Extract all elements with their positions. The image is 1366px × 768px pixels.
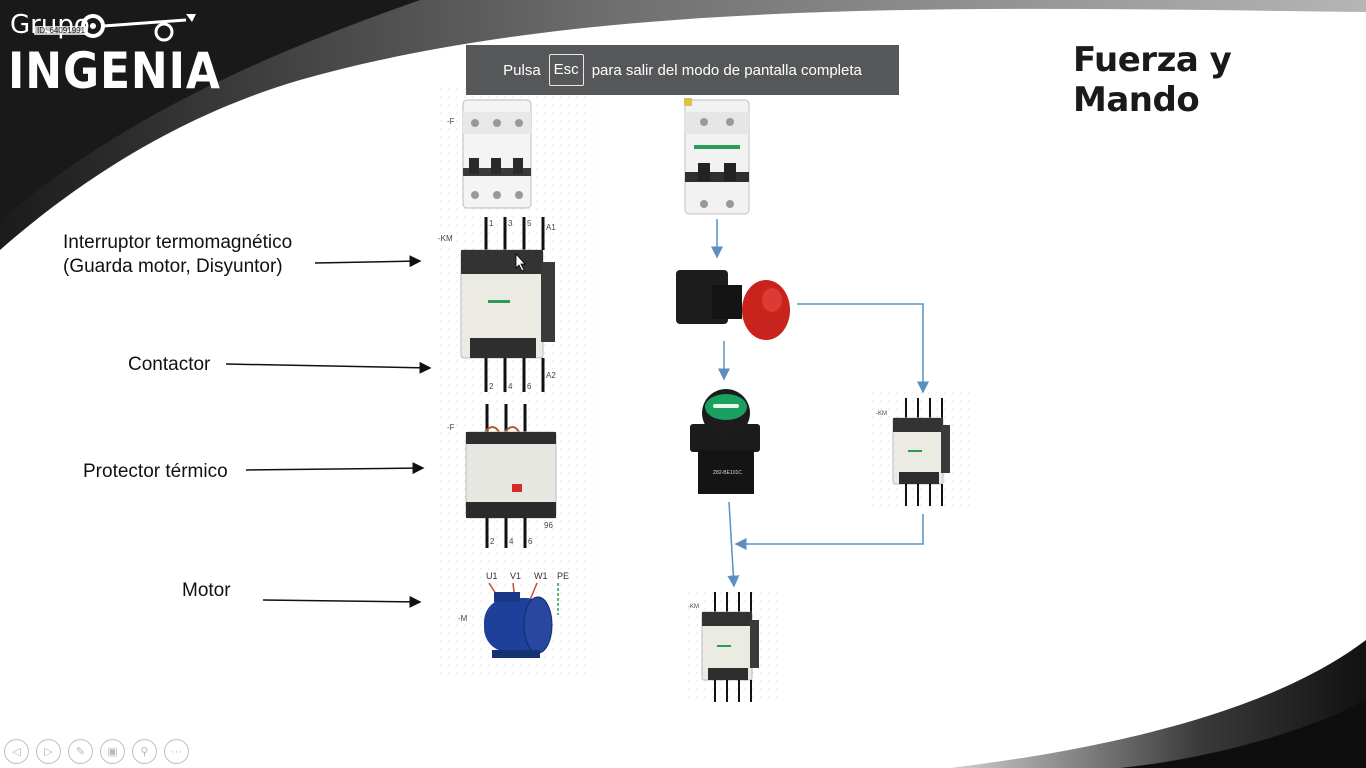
model-label: Z82-BE101C (713, 470, 742, 476)
label-f-1: -F (447, 117, 455, 126)
more-icon: ··· (171, 745, 182, 758)
pen-icon: ✎ (75, 746, 86, 758)
motor-image: -M U1 V1 W1 PE (458, 571, 569, 658)
slide-title: Fuerza y Mando (1073, 40, 1232, 120)
start-button-image: Z82-BE101C (690, 389, 760, 494)
terminal-label: 3 (508, 219, 513, 228)
logo-ingenia-text: INGENIA (8, 42, 221, 100)
label-breaker-line1: Interruptor termomagnético (63, 232, 293, 253)
watermark-id: ID: 64091991 (34, 26, 89, 35)
terminal-label: W1 (534, 571, 548, 581)
label-motor: Motor (182, 580, 231, 601)
thermal-relay-image: -F 2 4 6 96 (447, 404, 557, 548)
label-breaker-line2: (Guarda motor, Disyuntor) (63, 256, 283, 277)
terminal-label: 5 (527, 219, 532, 228)
contactor-image: -KM 1 3 5 A1 2 4 6 A2 (438, 217, 556, 392)
label-m: -M (458, 614, 468, 623)
arrow-right-icon: ▷ (44, 746, 53, 758)
more-options-button[interactable]: ··· (164, 739, 189, 764)
esc-key: Esc (548, 54, 584, 86)
fullscreen-exit-notice: Pulsa Esc para salir del modo de pantall… (466, 45, 899, 95)
slides-icon: ▣ (107, 746, 118, 758)
auxiliary-contactor-image: -KM (870, 392, 974, 512)
label-f-2: -F (447, 423, 455, 432)
logo-grupo-text: Grupo (10, 10, 90, 40)
previous-slide-button[interactable]: ◁ (4, 739, 29, 764)
terminal-label: 2 (490, 537, 495, 546)
magnifier-icon: ⚲ (140, 746, 149, 758)
notice-suffix: para salir del modo de pantalla completa (591, 61, 862, 79)
presentation-toolbar: ◁ ▷ ✎ ▣ ⚲ ··· (4, 739, 189, 764)
label-km-2: -KM (876, 411, 887, 417)
zoom-button[interactable]: ⚲ (132, 739, 157, 764)
terminal-label: U1 (486, 571, 498, 581)
next-slide-button[interactable]: ▷ (36, 739, 61, 764)
mouse-cursor-icon (515, 252, 526, 272)
label-arrows (225, 255, 432, 608)
terminal-label: PE (557, 571, 569, 581)
terminal-label: 1 (489, 219, 494, 228)
terminal-label: 96 (544, 521, 553, 530)
circuit-breaker-image: -F (447, 99, 532, 209)
slides-button[interactable]: ▣ (100, 739, 125, 764)
terminal-label: 6 (527, 382, 532, 391)
control-breaker-image (684, 98, 750, 215)
arrow-left-icon: ◁ (12, 746, 21, 758)
terminal-label: V1 (510, 571, 521, 581)
notice-prefix: Pulsa (503, 61, 541, 79)
output-contactor-image: -KM (684, 588, 784, 704)
label-km-1: -KM (438, 234, 453, 243)
label-contactor: Contactor (128, 354, 211, 375)
control-flow-arrows (711, 219, 929, 588)
terminal-label: 6 (528, 537, 533, 546)
terminal-label: 4 (508, 382, 513, 391)
emergency-stop-button-image (676, 270, 790, 340)
terminal-label: A1 (546, 223, 556, 232)
pen-button[interactable]: ✎ (68, 739, 93, 764)
terminal-label: A2 (546, 371, 556, 380)
label-km-3: -KM (688, 604, 699, 610)
terminal-label: 2 (489, 382, 494, 391)
label-thermal-protector: Protector térmico (83, 461, 228, 482)
terminal-label: 4 (509, 537, 514, 546)
